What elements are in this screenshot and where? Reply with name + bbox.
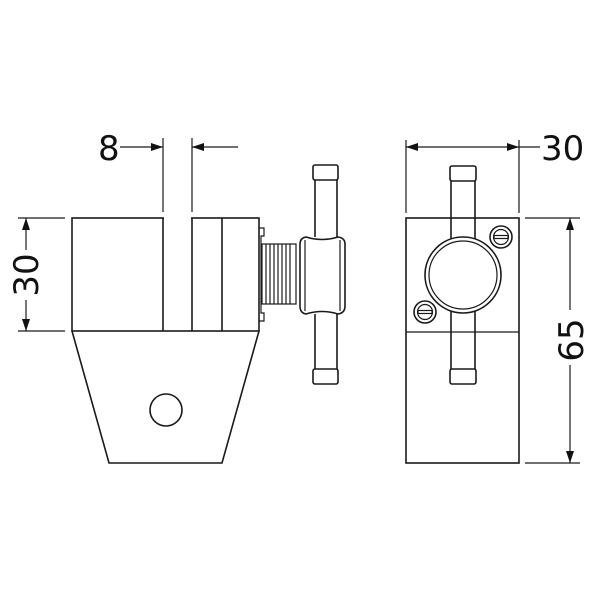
front-view [405,165,520,464]
screw-bottom-left [413,300,437,324]
handle-hub [299,236,346,315]
front-height-label: 65 [552,318,592,361]
dimension-front-height: 65 [525,217,592,464]
mounting-hole [149,393,183,427]
front-hub [424,236,502,314]
clamp-block [71,217,260,332]
front-block [405,217,520,464]
front-width-label: 30 [541,129,584,169]
handle-rod [314,180,338,369]
slot-lines [162,218,223,331]
handle-cap-top [312,164,339,181]
threaded-screw [261,243,297,305]
clamp-base [71,330,260,464]
block-height-label: 30 [7,253,47,296]
side-view [71,164,346,464]
handle-cap-bottom [312,368,339,385]
dimension-front-width: 30 [405,129,584,213]
front-handle-rod [450,181,476,369]
screw-top-right [489,225,513,249]
front-cap-top [449,165,477,182]
slot-width-label: 8 [98,129,120,169]
flange-nut [259,227,265,322]
front-cap-bottom [449,368,477,385]
dimension-block-height: 30 [7,217,65,332]
dimension-slot: 8 [98,129,238,212]
